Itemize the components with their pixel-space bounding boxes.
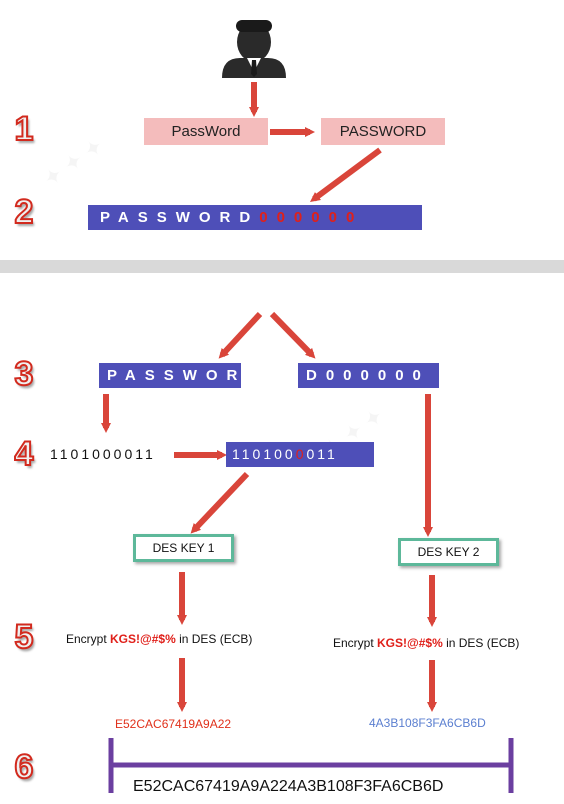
parity-bit: 0 — [295, 446, 307, 462]
step-number-6: 6 — [14, 747, 35, 787]
step-number-2: 2 — [14, 192, 35, 232]
encrypt-constant: KGS!@#$% — [377, 636, 443, 650]
arrow — [309, 147, 382, 202]
step-number-3: 3 — [14, 354, 35, 394]
password-uppercase-box: PASSWORD — [321, 118, 445, 145]
padded-password-bar: PASSWORD000000 — [88, 205, 422, 230]
encrypt-prefix: Encrypt — [333, 636, 378, 650]
encrypt-text-left: Encrypt KGS!@#$% in DES (ECB) — [66, 632, 252, 646]
encrypt-suffix: in DES (ECB) — [442, 636, 520, 650]
encrypt-prefix: Encrypt — [66, 632, 111, 646]
bits-post: 011 — [306, 446, 338, 462]
encrypt-text-right: Encrypt KGS!@#$% in DES (ECB) — [333, 636, 519, 650]
bits-parity-bar: 1101000011 — [226, 442, 374, 467]
arrow — [218, 311, 263, 359]
encrypt-constant: KGS!@#$% — [110, 632, 176, 646]
padding-zeros: 000000 — [259, 209, 364, 226]
right-half-bar: D000000 — [298, 363, 439, 388]
bits-pre: 110100 — [232, 446, 296, 462]
bits-plain: 1101000011 — [50, 446, 156, 462]
step-number-5: 5 — [14, 617, 35, 657]
step-number-1: 1 — [14, 109, 35, 149]
lm-hash-result: E52CAC67419A9A224A3B108F3FA6CB6D — [133, 778, 444, 795]
hash-left: E52CAC67419A9A22 — [115, 717, 232, 731]
panel-separator — [0, 260, 564, 273]
des-key-2: DES KEY 2 — [398, 538, 499, 566]
step-number-4: 4 — [14, 434, 35, 474]
arrow — [269, 311, 316, 359]
password-input-box: PassWord — [144, 118, 268, 145]
user-icon — [222, 20, 286, 78]
encrypt-suffix: in DES (ECB) — [175, 632, 253, 646]
left-half-bar: PASSWOR — [99, 363, 241, 388]
concat-bracket — [108, 738, 514, 793]
arrow — [190, 471, 250, 534]
des-key-1: DES KEY 1 — [133, 534, 234, 562]
hash-right: 4A3B108F3FA6CB6D — [369, 716, 486, 730]
padded-password-text: PASSWORD — [100, 209, 260, 226]
